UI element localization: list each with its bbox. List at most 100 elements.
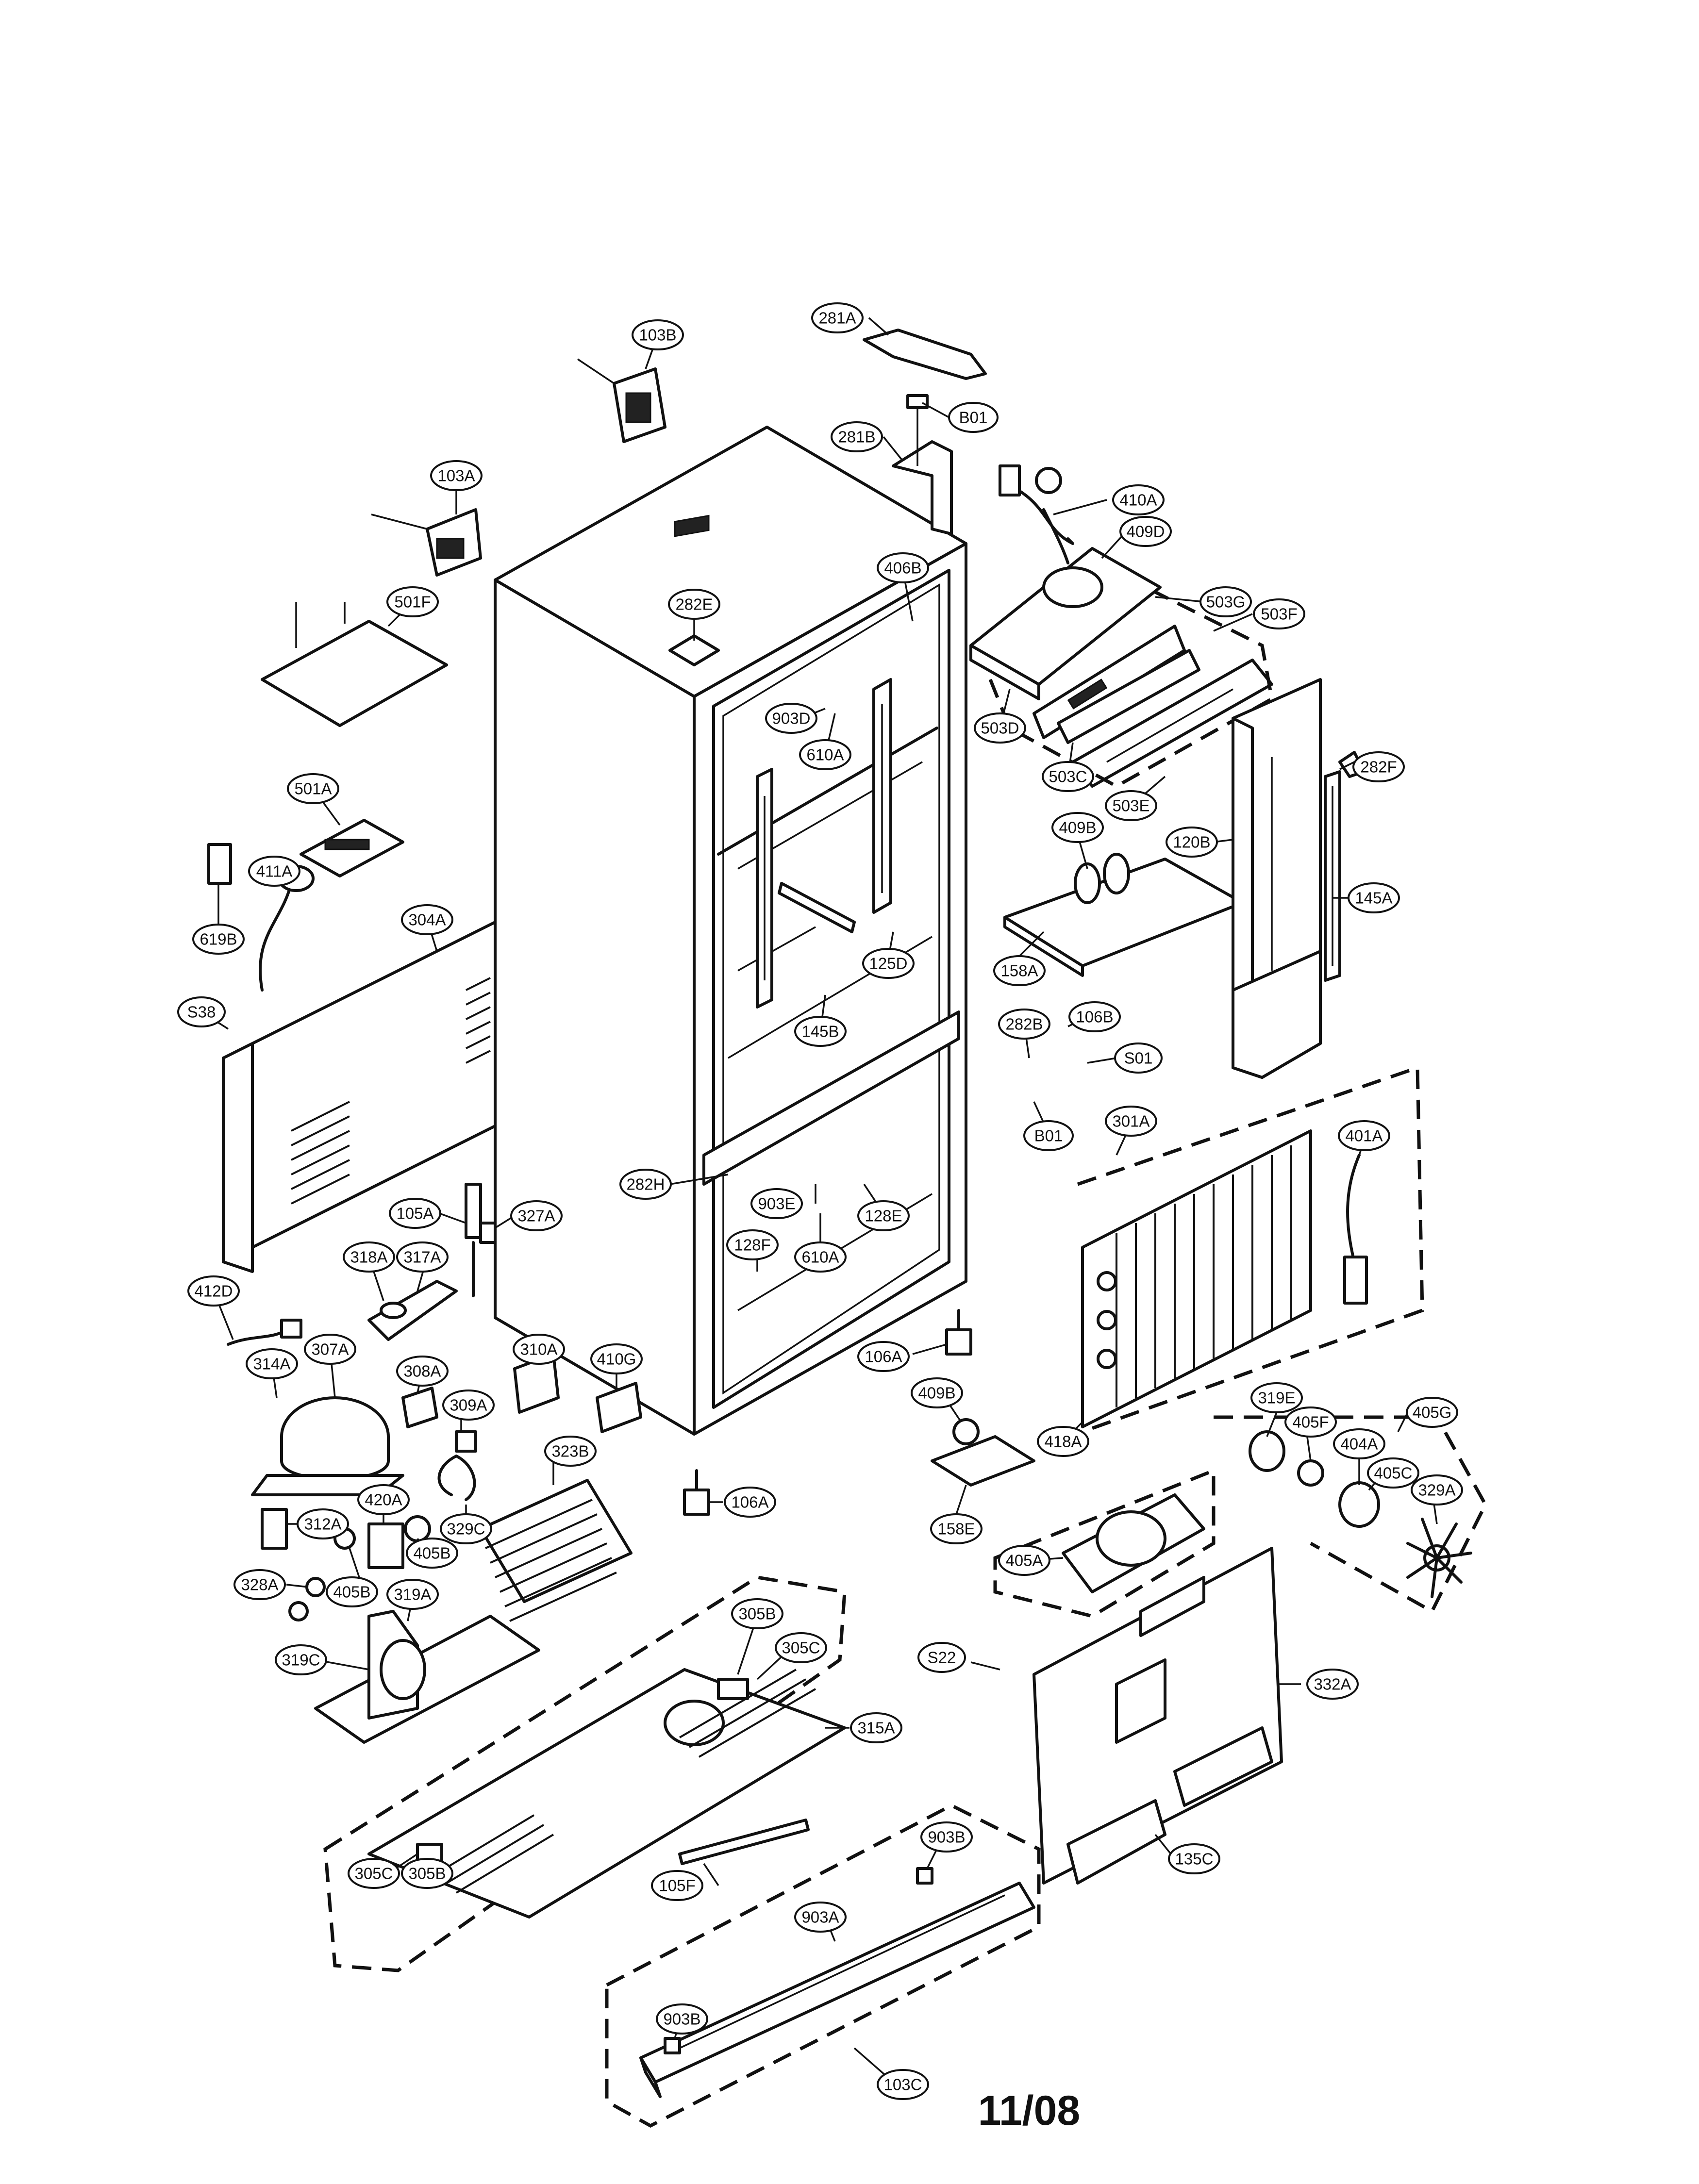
callout-text: 305C [355,1865,393,1883]
callout-282B: 282B [998,1009,1050,1040]
callout-405G: 405G [1406,1397,1458,1428]
callout-text: 158E [937,1520,975,1538]
callout-308A: 308A [396,1356,449,1387]
callout-503C: 503C [1042,761,1094,792]
callout-332A: 332A [1306,1669,1359,1700]
callout-409B-low: 409B [911,1377,963,1408]
grommet-328a-2 [288,1601,309,1621]
callout-315A: 315A [850,1712,902,1743]
callout-text: 404A [1340,1435,1378,1453]
callout-text: 406B [884,559,921,577]
fan-shroud-outline [993,1468,1216,1618]
callout-text: 410G [597,1350,636,1368]
callout-105A: 105A [389,1198,441,1229]
callout-158A: 158A [993,955,1046,986]
callout-text: 903D [772,710,811,728]
callout-text: 412D [195,1282,233,1300]
cap-903b-left [664,2037,681,2054]
callout-610A-top: 610A [799,739,851,770]
callout-103B: 103B [632,319,684,350]
callout-text: 282B [1005,1015,1043,1033]
callout-105F: 105F [651,1870,703,1901]
fan-motor-outline [1214,1415,1487,1614]
callout-317A: 317A [396,1241,449,1273]
lamp-cover-158a [1003,853,1244,977]
callout-text: 135C [1175,1850,1214,1868]
callout-text: 503F [1261,605,1297,623]
callout-409D: 409D [1119,516,1172,547]
callout-text: 319A [394,1586,431,1604]
callout-text: 125D [869,955,908,973]
callout-420A: 420A [357,1484,410,1515]
callout-text: 327A [517,1207,555,1225]
callout-405B-lower: 405B [326,1576,378,1607]
callout-text: 903B [928,1828,965,1846]
callout-145B: 145B [794,1016,847,1047]
callout-128F: 128F [726,1229,779,1260]
condenser-323b [479,1479,633,1622]
callout-503D: 503D [974,712,1026,744]
callout-text: 304A [408,911,446,929]
callout-text: 503E [1112,797,1149,815]
callout-281B: 281B [831,421,883,452]
callout-405C: 405C [1367,1457,1419,1489]
callout-text: 409D [1127,523,1165,541]
callout-text: 106B [1076,1008,1113,1026]
callout-text: 281B [838,428,875,446]
shroud-405a [1062,1493,1205,1593]
cap-312a [261,1508,288,1550]
callout-304A: 304A [401,904,453,935]
callout-106A-bottom: 106A [724,1487,776,1518]
callout-404A: 404A [1333,1428,1385,1459]
callout-text: 145A [1355,889,1392,907]
callout-903A: 903A [794,1902,847,1933]
callout-120B: 120B [1166,827,1218,858]
callout-text: 610A [806,746,844,764]
callout-305C-bottom: 305C [348,1858,400,1889]
grommet-328a-1 [305,1577,326,1597]
relay-317a [367,1280,458,1341]
hinge-cover-103a [371,508,482,577]
fan-motor-420a [367,1515,431,1569]
callout-text: 323B [551,1442,589,1460]
callout-text: 317A [403,1248,441,1266]
callout-328A: 328A [233,1569,286,1600]
harness-401a [1343,1154,1368,1305]
callout-301A: 301A [1105,1106,1157,1137]
callout-B01-top: B01 [948,402,999,433]
callout-text: 281A [818,309,856,327]
front-cover-332a [1033,1547,1283,1885]
ice-maker-harness-410a [999,464,1074,564]
callout-106B: 106B [1068,1001,1121,1032]
callout-text: B01 [959,409,988,427]
callout-text: 305C [782,1639,820,1657]
callout-text: 418A [1044,1433,1082,1451]
callout-text: 319E [1258,1389,1295,1407]
bracket-308a [401,1387,438,1428]
callout-128E: 128E [857,1200,910,1231]
callout-text: 405B [413,1544,450,1562]
leg-106a-bottom [683,1469,710,1516]
callout-610A-mid: 610A [794,1241,847,1273]
callout-281A: 281A [811,302,864,333]
callout-S01: S01 [1114,1042,1163,1074]
callout-text: 405A [1005,1552,1043,1570]
callout-text: 610A [801,1248,839,1266]
callout-text: 619B [200,930,237,948]
machine-cover-304a [222,921,497,1273]
callout-S22: S22 [917,1642,966,1673]
callout-text: 145B [801,1023,839,1041]
fan-blade-329a [1406,1518,1472,1598]
callout-text: 405B [333,1583,370,1601]
base-assembly-outline [323,1575,847,1972]
callout-903B-right: 903B [920,1821,973,1853]
callout-text: 420A [365,1491,402,1509]
callout-text: 310A [520,1340,557,1358]
callout-319A: 319A [386,1579,439,1610]
callout-text: 103C [884,2076,922,2094]
callout-text: 332A [1314,1675,1351,1693]
callout-text: 120B [1173,833,1210,851]
leg-106a-right [945,1309,972,1356]
callout-103A: 103A [430,460,483,491]
